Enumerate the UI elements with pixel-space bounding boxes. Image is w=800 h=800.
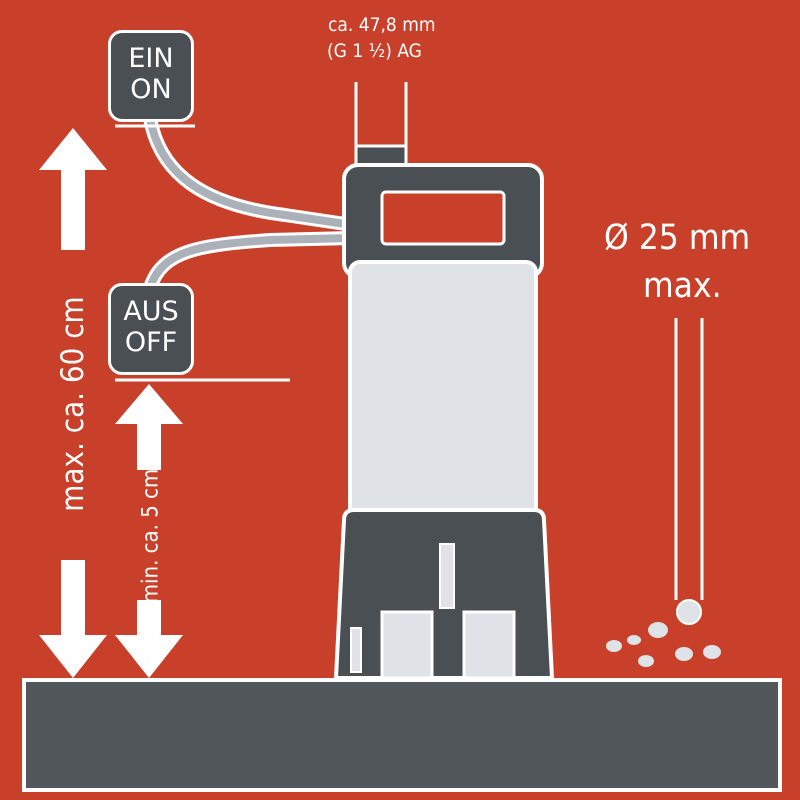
float-switch-off: AUS OFF <box>108 283 194 375</box>
up-arrow-icon-large <box>39 128 107 250</box>
base-foot-right <box>462 610 516 680</box>
particle-pebbles-icon <box>606 622 721 667</box>
floor <box>22 678 782 792</box>
float-switch-on: EIN ON <box>108 30 194 122</box>
down-arrow-icon-large <box>39 560 107 678</box>
switch-on-label-de: EIN <box>128 43 174 74</box>
particle-falling <box>676 599 702 625</box>
min-height-label: min. ca. 5 cm <box>138 468 164 604</box>
outlet-size-label: ca. 47,8 mm <box>328 14 436 36</box>
max-height-label: max. ca. 60 cm <box>55 296 91 512</box>
switch-off-label-de: AUS <box>123 296 179 327</box>
base-marker <box>350 627 362 673</box>
cable-lower-core <box>146 234 356 292</box>
outlet-thread-label: (G 1 ½) AG <box>327 40 422 62</box>
cable-lower <box>143 231 359 295</box>
base-slot <box>439 543 455 609</box>
base-foot-left <box>380 610 434 680</box>
handle-opening <box>380 190 506 246</box>
down-arrow-icon-small <box>115 600 183 678</box>
up-arrow-icon-small <box>115 384 183 470</box>
particle-size-max-label: max. <box>643 266 722 306</box>
switch-on-label-en: ON <box>130 74 172 105</box>
switch-off-label-en: OFF <box>124 327 178 358</box>
cable-upper-core <box>146 114 356 229</box>
particle-size-label: Ø 25 mm <box>604 218 751 258</box>
pump-body <box>348 260 538 524</box>
